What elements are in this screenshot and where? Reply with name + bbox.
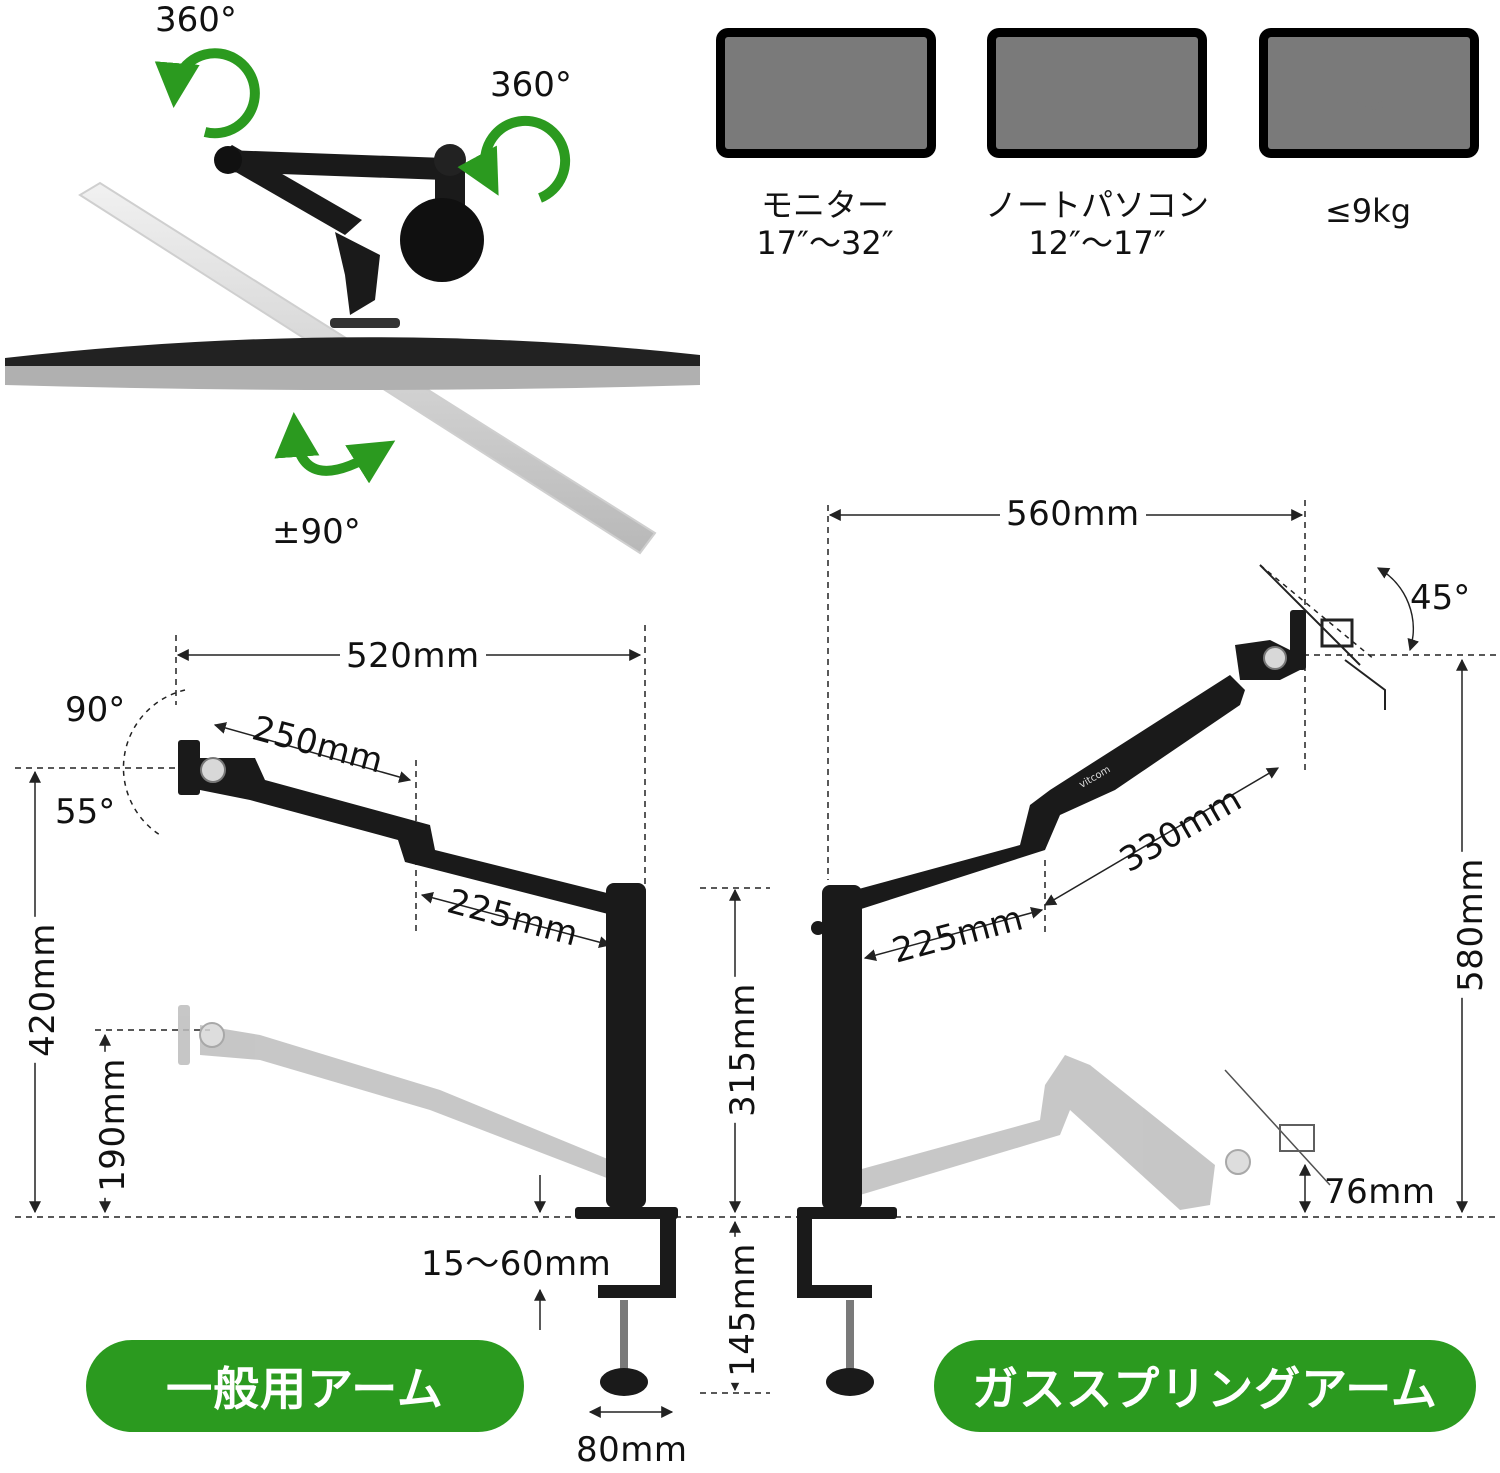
left-width-label: 520mm: [340, 636, 486, 676]
pole-height-label: 315mm: [722, 977, 763, 1123]
monitor-spec-label: モニター 17″～32″: [695, 186, 955, 262]
right-arm: [797, 564, 1386, 1396]
gas-spring-arm-label: ガススプリングアーム: [934, 1340, 1476, 1432]
rotate-right-arrow-icon: [457, 115, 571, 203]
base-width-label: 80mm: [576, 1430, 688, 1470]
monitor-spec-title: モニター: [760, 186, 889, 224]
monitor-top-view: [5, 318, 700, 390]
rotate-left-arrow-icon: [154, 48, 260, 139]
right-tilt-label: 45°: [1410, 578, 1471, 618]
rotation-label-right: 360°: [490, 65, 572, 105]
right-width-label: 560mm: [1000, 494, 1146, 534]
right-height-max-label: 580mm: [1450, 852, 1491, 998]
left-tilt-up-label: 90°: [65, 690, 126, 730]
weight-spec-label: ≤9kg: [1238, 192, 1498, 230]
laptop-spec-card: [987, 28, 1207, 158]
clamp-height-label: 145mm: [722, 1237, 763, 1383]
laptop-spec-label: ノートパソコン 12″～17″: [967, 186, 1227, 262]
laptop-spec-value: 12″～17″: [1028, 224, 1166, 262]
left-height-max-label: 420mm: [22, 917, 63, 1063]
monitor-spec-value: 17″～32″: [756, 224, 894, 262]
left-height-min-label: 190mm: [92, 1052, 133, 1198]
right-arm-ghost: [858, 1055, 1331, 1210]
tilt-label: ±90°: [272, 512, 361, 552]
laptop-spec-title: ノートパソコン: [984, 186, 1209, 224]
monitor-spec-card: [716, 28, 936, 158]
rotation-label-left: 360°: [155, 0, 237, 40]
general-arm-label: 一般用アーム: [86, 1340, 524, 1432]
left-tilt-down-label: 55°: [55, 792, 116, 832]
weight-spec-card: [1259, 28, 1479, 158]
left-arm-ghost: [178, 1005, 612, 1180]
clamp-range-label: 15～60mm: [421, 1244, 612, 1284]
weight-spec-value: ≤9kg: [1324, 192, 1411, 230]
left-arm: [178, 740, 678, 1396]
right-height-min-label: 76mm: [1324, 1172, 1436, 1212]
weight-max-badge: MAX: [1348, 96, 1389, 115]
tilt-arrow-icon: [274, 412, 396, 484]
